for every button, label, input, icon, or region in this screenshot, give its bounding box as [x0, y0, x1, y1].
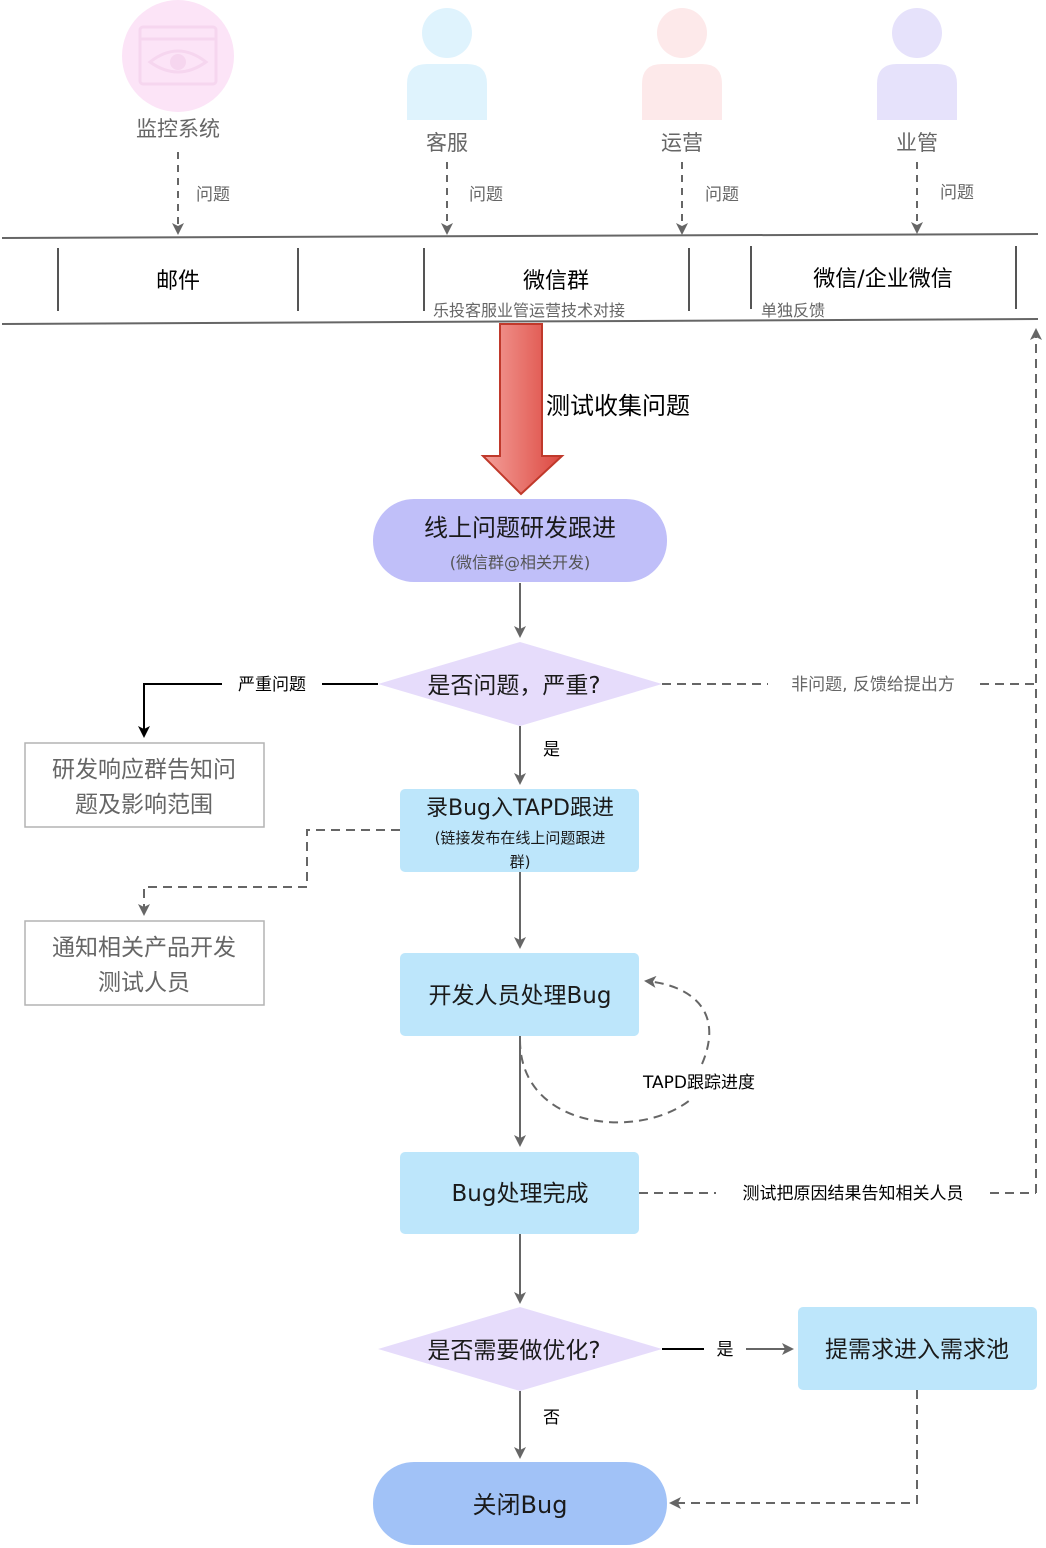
edge-label-not-issue: 非问题, 反馈给提出方 — [791, 675, 955, 695]
edge-label-issue: 问题 — [469, 185, 503, 205]
decision-is-severe: 是否问题，严重? — [378, 642, 662, 726]
person-icon — [407, 8, 487, 120]
notify-people-line2: 测试人员 — [98, 970, 190, 996]
requirement-pool-title: 提需求进入需求池 — [825, 1337, 1009, 1363]
edge-not-issue: 非问题, 反馈给提出方 — [662, 675, 1036, 695]
need-opt-title: 是否需要做优化? — [427, 1338, 600, 1364]
diamond-shape — [378, 642, 662, 726]
is-severe-title: 是否问题，严重? — [427, 673, 600, 699]
source-operations: 运营 — [642, 8, 722, 155]
source-label-operations: 运营 — [661, 131, 703, 155]
source-label-monitor: 监控系统 — [136, 117, 220, 141]
process-shape — [400, 1152, 639, 1234]
channel-email: 邮件 — [156, 269, 200, 294]
source-label-business-mgmt: 业管 — [896, 131, 938, 155]
collect-label: 测试收集问题 — [546, 392, 690, 420]
node-online-issue: 线上问题研发跟进 (微信群@相关开发) — [373, 499, 667, 582]
node-requirement-pool: 提需求进入需求池 — [798, 1307, 1037, 1390]
channel-wechat-group-sub: 乐投客服业管运营技术对接 — [433, 301, 625, 320]
node-dev-handle: 开发人员处理Bug — [400, 953, 639, 1036]
edge-opt-no: 否 — [514, 1391, 560, 1459]
dev-notify-line2: 题及影响范围 — [75, 792, 213, 818]
edge-label-opt-no: 否 — [543, 1408, 560, 1428]
collect-arrow: 测试收集问题 — [480, 323, 690, 496]
node-bug-done: Bug处理完成 — [400, 1152, 639, 1234]
edge-label-yes: 是 — [543, 740, 560, 760]
source-monitor: 监控系统 — [122, 0, 234, 141]
node-notify-people: 通知相关产品开发 测试人员 — [24, 920, 265, 1006]
edge-label-tapd-track: TAPD跟踪进度 — [642, 1073, 755, 1093]
edge-label-issue: 问题 — [196, 185, 230, 205]
node-dev-notify-group: 研发响应群告知问 题及影响范围 — [24, 742, 265, 828]
edge-label-severe: 严重问题 — [238, 675, 306, 695]
edge-notify-result: 测试把原因结果告知相关人员 — [639, 1184, 1036, 1204]
channel-wechat-enterprise-sub: 单独反馈 — [761, 301, 825, 320]
record-bug-sub1: (链接发布在线上问题跟进 — [435, 829, 606, 847]
edge-tapd-loop: TAPD跟踪进度 — [519, 975, 755, 1124]
edge-label-notify-result: 测试把原因结果告知相关人员 — [743, 1184, 964, 1204]
rounded-process-shape — [373, 1462, 667, 1545]
dev-notify-line1: 研发响应群告知问 — [52, 757, 236, 783]
process-shape — [400, 789, 639, 872]
channel-wechat-enterprise: 微信/企业微信 — [813, 267, 952, 292]
node-record-bug: 录Bug入TAPD跟进 (链接发布在线上问题跟进 群) — [400, 789, 639, 872]
bug-done-title: Bug处理完成 — [452, 1181, 589, 1207]
decision-need-opt: 是否需要做优化? — [378, 1307, 662, 1391]
record-bug-sub2: 群) — [510, 853, 531, 871]
edge-opt-yes: 是 — [662, 1340, 794, 1360]
monitor-window-icon — [138, 25, 218, 86]
diamond-shape — [378, 1307, 662, 1391]
person-icon — [877, 8, 957, 120]
source-customer-service: 客服 — [407, 8, 487, 155]
channel-band: 邮件 微信群 乐投客服业管运营技术对接 微信/企业微信 单独反馈 — [1, 233, 1039, 325]
edge-label-opt-yes: 是 — [717, 1340, 734, 1360]
record-bug-title: 录Bug入TAPD跟进 — [426, 796, 614, 821]
online-issue-title: 线上问题研发跟进 — [424, 514, 616, 542]
edge-severe: 严重问题 — [138, 675, 378, 738]
person-icon — [642, 8, 722, 120]
edge-label-issue: 问题 — [940, 183, 974, 203]
process-shape — [798, 1307, 1037, 1390]
source-label-customer-service: 客服 — [426, 131, 468, 155]
node-close-bug: 关闭Bug — [373, 1462, 667, 1545]
rounded-process-shape — [373, 499, 667, 582]
source-edges: 问题 问题 问题 问题 — [172, 152, 974, 235]
edge-label-issue: 问题 — [705, 185, 739, 205]
online-issue-sub: (微信群@相关开发) — [450, 553, 591, 572]
process-shape — [400, 953, 639, 1036]
edge-yes: 是 — [514, 726, 560, 785]
notify-people-line1: 通知相关产品开发 — [52, 935, 236, 961]
source-business-mgmt: 业管 — [877, 8, 957, 155]
edge-pool-to-close — [669, 1390, 918, 1509]
close-bug-title: 关闭Bug — [473, 1491, 568, 1519]
edge-to-notify-people — [138, 829, 400, 916]
dev-handle-title: 开发人员处理Bug — [429, 983, 612, 1009]
channel-wechat-group: 微信群 — [523, 269, 589, 294]
